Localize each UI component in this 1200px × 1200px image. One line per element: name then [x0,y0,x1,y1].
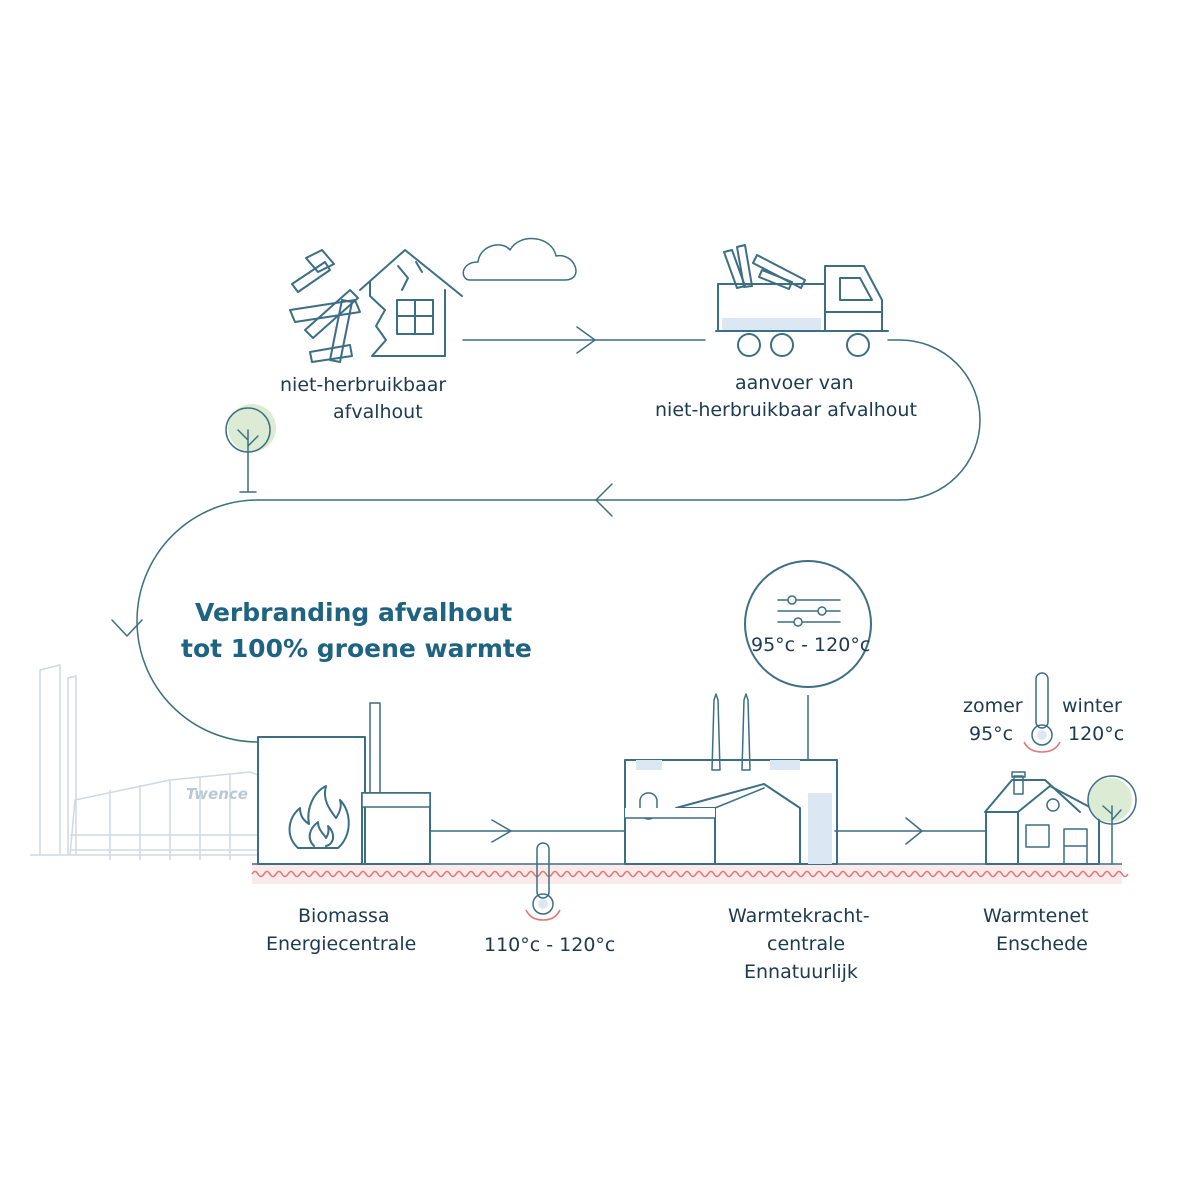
hammer-icon [291,249,335,293]
thermometer-icon [525,842,561,921]
tree-icon [1087,775,1137,865]
twence-logo-text: Twence [186,785,248,803]
chp-plant-icon [624,693,838,865]
step-label-transport-2: niet-herbruikbaar afvalhout [655,399,917,421]
step-label-chp-3: Ennatuurlijk [744,961,858,983]
house-icon [984,771,1100,865]
biomass-plant-icon [257,702,431,865]
summer-temperature: 95°c [969,723,1013,745]
page-title-line-2: tot 100% groene warmte [181,634,532,663]
winter-temperature: 120°c [1068,723,1124,745]
step-label-biomass-2: Energiecentrale [266,933,416,955]
wood-pile-icon [289,289,361,363]
thermometer-icon [1023,672,1061,753]
step-label-network-1: Warmtenet [983,905,1089,927]
pipe-temperature: 110°c - 120°c [484,934,615,956]
summer-label: zomer [963,695,1023,717]
winter-label: winter [1062,695,1122,717]
broken-house-icon [359,249,463,357]
step-label-chp-1: Warmtekracht- [728,905,870,927]
step-label-transport-1: aanvoer van [735,372,854,394]
ground-strip [252,864,1122,884]
cloud-icon [462,237,577,281]
step-label-network-2: Enschede [996,933,1088,955]
step-label-waste-wood-1: niet-herbruikbaar [280,374,446,396]
control-temperature: 95°c - 120°c [751,634,870,656]
flow-path [111,326,986,845]
twence-facility-background [30,664,259,860]
tree-icon [225,404,276,493]
step-label-biomass-1: Biomassa [298,905,390,927]
step-label-chp-2: centrale [767,933,845,955]
page-title-line-1: Verbranding afvalhout [195,598,512,627]
heat-wave-line [251,870,1129,878]
truck-icon [715,244,889,357]
step-label-waste-wood-2: afvalhout [333,401,423,423]
slider-control-icon [744,560,872,688]
flame-icon [288,785,350,849]
